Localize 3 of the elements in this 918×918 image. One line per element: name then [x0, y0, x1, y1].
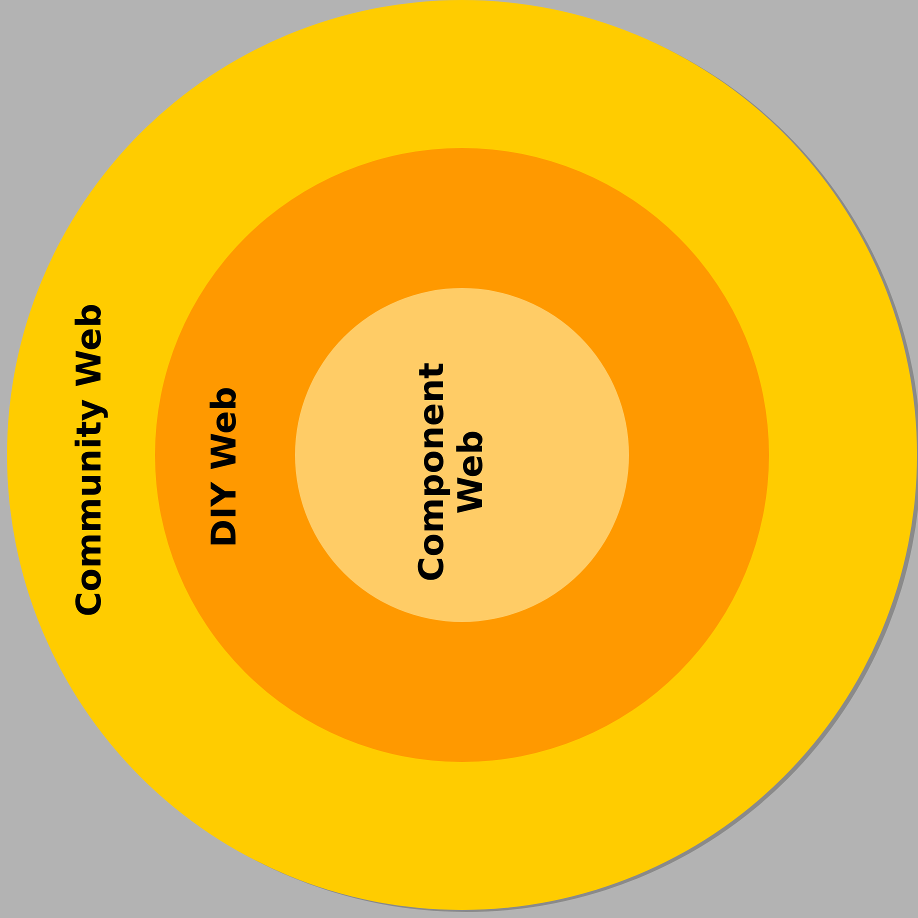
ring-label: Component Web — [412, 362, 492, 582]
ring-label: Community Web — [70, 303, 110, 617]
ring-label: DIY Web — [205, 386, 245, 548]
